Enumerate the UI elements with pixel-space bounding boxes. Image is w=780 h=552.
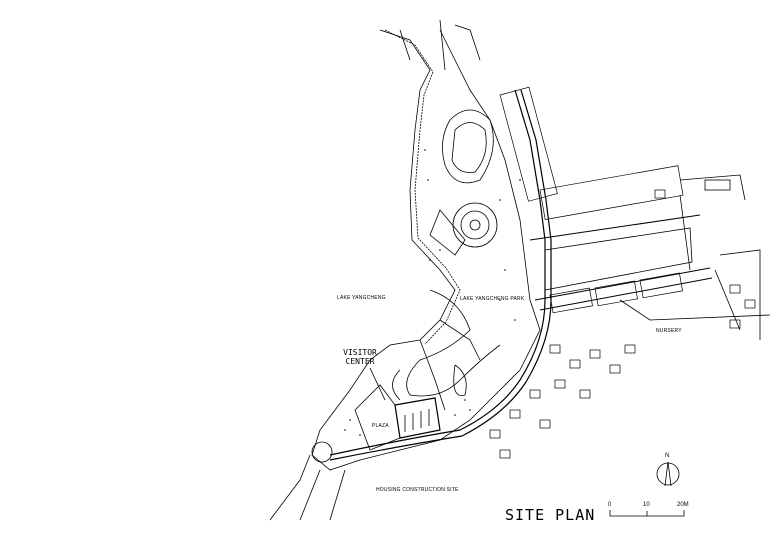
roundabout: [311, 441, 333, 463]
north-label: N: [665, 453, 670, 459]
pavilion-wing: [429, 209, 466, 256]
plaza: [354, 384, 401, 451]
leader-line: [369, 367, 386, 401]
north-mound: [442, 109, 494, 184]
vegetation: [344, 149, 521, 436]
pavilion-core: [469, 219, 481, 231]
avenue-block: [544, 227, 693, 291]
visitor-center-label: VISITOR CENTER: [343, 348, 377, 366]
housing-label: HOUSING CONSTRUCTION SITE: [376, 487, 459, 493]
plaza-label: PLAZA: [372, 423, 389, 429]
visitor-center-bays: [404, 409, 430, 432]
avenue: [529, 214, 713, 311]
scale-tick-20: 20M: [677, 502, 689, 508]
north-arrow-icon: [656, 462, 680, 486]
park-label: LAKE YANGCHENG PARK: [460, 296, 525, 302]
top-lines: [399, 19, 481, 71]
lake-label: LAKE YANGCHENG: [337, 295, 386, 301]
shoreline-inner: [384, 29, 461, 345]
north-arrow-needle: [664, 461, 672, 487]
housing: [489, 189, 756, 459]
contours: [392, 289, 501, 401]
pavilion: [452, 202, 498, 248]
north-mound-inner: [451, 122, 487, 173]
right-building: [704, 179, 731, 191]
scale-tick-0: 0: [608, 502, 612, 508]
road: [329, 89, 546, 456]
road-edge: [329, 89, 552, 461]
lake-edge: [269, 454, 346, 521]
paths: [419, 319, 481, 411]
scale-bar: [609, 510, 685, 517]
drawing-title: SITE PLAN: [505, 506, 596, 524]
visitor-center: [394, 397, 441, 439]
nursery-label: NURSERY: [656, 328, 682, 334]
pavilion-ring: [460, 210, 490, 240]
scale-tick-10: 10: [643, 502, 650, 508]
shoreline: [311, 29, 541, 471]
building-strips: [499, 86, 684, 314]
right-roads: [619, 174, 771, 340]
